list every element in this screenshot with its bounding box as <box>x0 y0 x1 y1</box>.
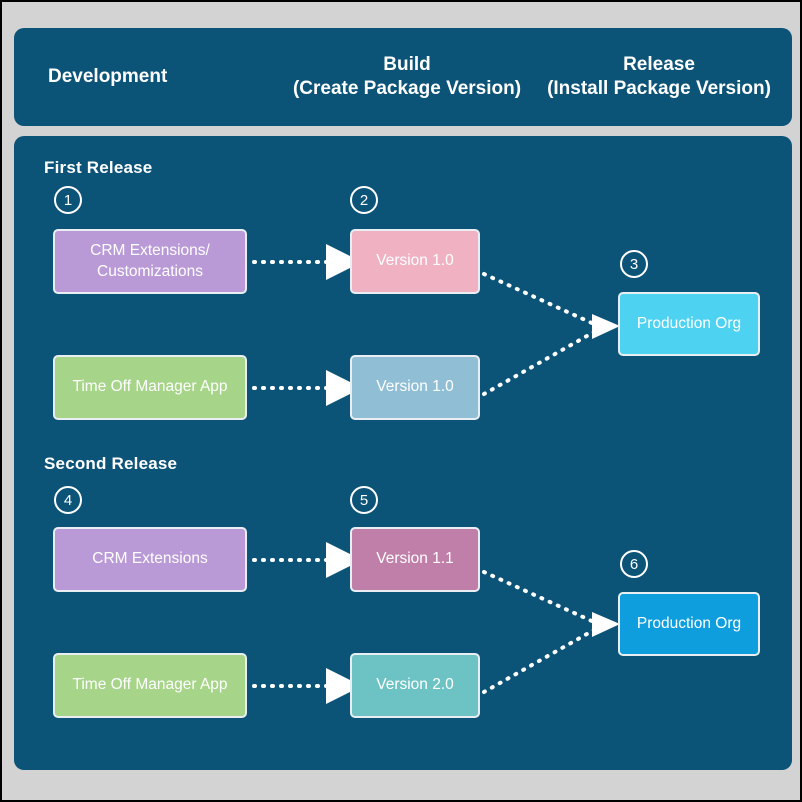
header-development-label: Development <box>48 65 168 87</box>
node-production-org-first[interactable]: Production Org <box>618 292 760 356</box>
connector-version11-to-prod2 <box>482 570 596 624</box>
step-badge-6: 6 <box>620 550 648 578</box>
header-column-build: Build (Create Package Version) <box>278 28 536 126</box>
node-version-1-1[interactable]: Version 1.1 <box>350 527 480 592</box>
diagram-body-panel: First Release 1 CRM Extensions/ Customiz… <box>14 136 792 770</box>
header-column-release: Release (Install Package Version) <box>534 28 784 126</box>
header-release-title: Release <box>623 53 695 75</box>
step-badge-2: 2 <box>350 186 378 214</box>
step-badge-4: 4 <box>54 486 82 514</box>
header-column-development: Development <box>48 28 167 126</box>
connector-version10app-to-prod1 <box>482 330 596 396</box>
node-crm-extensions[interactable]: CRM Extensions <box>53 527 247 592</box>
node-production-org-second[interactable]: Production Org <box>618 592 760 656</box>
node-version-1-0-crm[interactable]: Version 1.0 <box>350 229 480 294</box>
arrowhead-prod1 <box>592 314 620 339</box>
node-crm-extensions-customizations[interactable]: CRM Extensions/ Customizations <box>53 229 247 294</box>
connector-version10crm-to-prod1 <box>482 272 596 326</box>
header-build-title: Build <box>383 53 431 75</box>
connector-version20-to-prod2 <box>482 628 596 694</box>
header-build-subtitle: (Create Package Version) <box>292 78 522 99</box>
section-title-first-release: First Release <box>44 158 153 177</box>
step-badge-3: 3 <box>620 250 648 278</box>
step-badge-1: 1 <box>54 186 82 214</box>
phase-header-bar: Development Build (Create Package Versio… <box>14 28 792 126</box>
node-time-off-manager-app-first[interactable]: Time Off Manager App <box>53 355 247 420</box>
arrowhead-prod2 <box>592 612 620 637</box>
node-version-2-0[interactable]: Version 2.0 <box>350 653 480 718</box>
step-badge-5: 5 <box>350 486 378 514</box>
node-version-1-0-app[interactable]: Version 1.0 <box>350 355 480 420</box>
section-title-second-release: Second Release <box>44 454 178 473</box>
header-release-subtitle: (Install Package Version) <box>547 78 771 99</box>
node-time-off-manager-app-second[interactable]: Time Off Manager App <box>53 653 247 718</box>
